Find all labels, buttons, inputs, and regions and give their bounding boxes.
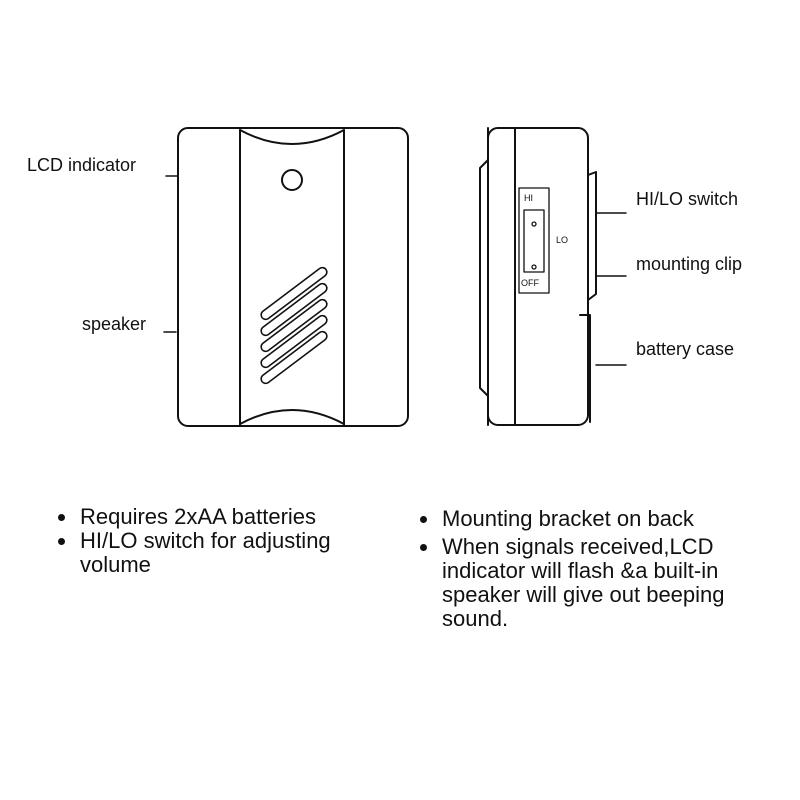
front-view [163, 127, 409, 427]
feature-list-left: Requires 2xAA batteries HI/LO switch for… [56, 505, 396, 577]
speaker-grille-icon [260, 266, 328, 385]
bullet-icon [58, 538, 65, 545]
feature-item: Requires 2xAA batteries [56, 505, 396, 529]
feature-item: HI/LO switch for adjusting volume [56, 529, 396, 577]
side-housing [487, 127, 589, 426]
front-panel-bottom-arc [239, 409, 345, 425]
lcd-indicator-icon [281, 169, 303, 191]
hi-lo-switch-label: HI/LO switch [636, 189, 739, 209]
feature-text: When signals received,LCD indicator will… [442, 534, 725, 631]
front-housing [177, 127, 409, 427]
side-back-plate [479, 127, 489, 426]
bullet-icon [58, 514, 65, 521]
mounting-clip-shape [587, 171, 597, 301]
hi-lo-switch-icon [518, 187, 550, 294]
feature-text: Mounting bracket on back [442, 506, 694, 531]
feature-text: Requires 2xAA batteries [80, 504, 317, 529]
front-center-panel [239, 129, 345, 427]
speaker-label: speaker [82, 314, 147, 334]
side-view [479, 127, 627, 426]
bullet-icon [420, 544, 427, 551]
feature-item: When signals received,LCD indicator will… [418, 535, 763, 631]
feature-text: HI/LO switch for adjusting volume [80, 528, 331, 577]
battery-case-line [579, 314, 591, 423]
switch-hi-mark: HI [524, 193, 533, 203]
feature-list-right: Mounting bracket on back When signals re… [418, 507, 763, 631]
battery-case-label: battery case [636, 339, 735, 359]
feature-item: Mounting bracket on back [418, 507, 763, 531]
switch-lo-mark: LO [556, 235, 569, 245]
front-panel-top-arc [239, 129, 345, 145]
bullet-icon [420, 516, 427, 523]
lcd-indicator-label: LCD indicator [27, 155, 137, 175]
switch-off-mark: OFF [521, 278, 539, 288]
mounting-clip-label: mounting clip [636, 254, 743, 274]
